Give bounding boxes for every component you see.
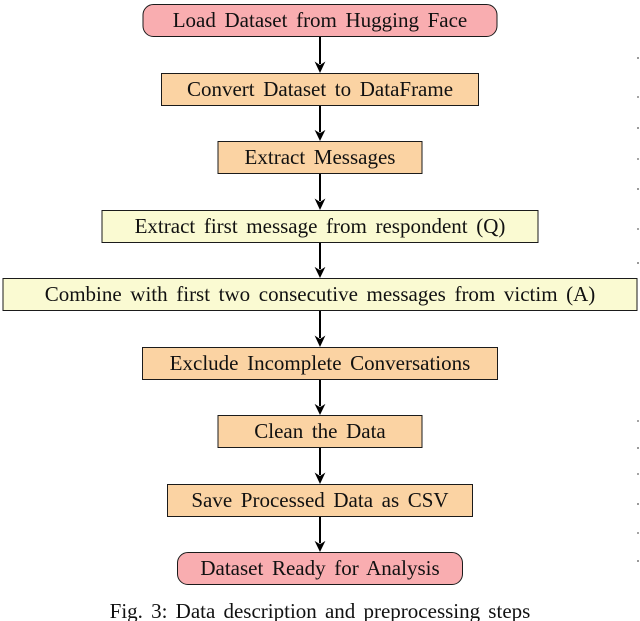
flow-node-dataset-ready: Dataset Ready for Analysis	[177, 552, 463, 585]
arrow-down-connector-6	[314, 380, 326, 415]
flow-node-exclude-incomplete: Exclude Incomplete Conversations	[142, 347, 498, 380]
flow-node-label: Exclude Incomplete Conversations	[169, 351, 471, 375]
flow-node-save-csv: Save Processed Data as CSV	[167, 484, 473, 517]
flow-node-clean-data: Clean the Data	[217, 415, 423, 448]
arrow-down-connector-4	[314, 243, 326, 278]
arrow-down-connector-5	[314, 311, 326, 347]
flow-node-label: Extract first message from respondent (Q…	[134, 214, 506, 238]
flow-node-combine-messages: Combine with first two consecutive messa…	[2, 278, 638, 311]
flow-node-label: Combine with first two consecutive messa…	[44, 282, 596, 306]
figure-caption: Fig. 3: Data description and preprocessi…	[109, 599, 531, 621]
flow-node-label: Save Processed Data as CSV	[191, 488, 449, 512]
flow-node-extract-first-message: Extract first message from respondent (Q…	[101, 210, 539, 243]
flow-node-label: Load Dataset from Hugging Face	[172, 8, 468, 32]
arrow-down-connector-1	[314, 37, 326, 73]
flow-node-load-dataset: Load Dataset from Hugging Face	[142, 4, 498, 37]
flow-node-convert-dataframe: Convert Dataset to DataFrame	[161, 73, 479, 106]
flow-node-label: Clean the Data	[254, 419, 386, 443]
arrow-down-connector-2	[314, 106, 326, 141]
flow-node-label: Convert Dataset to DataFrame	[186, 77, 454, 101]
flow-node-extract-messages: Extract Messages	[217, 141, 423, 174]
arrow-down-connector-3	[314, 174, 326, 210]
cropped-column-artifacts	[637, 0, 639, 2]
arrow-down-connector-7	[314, 448, 326, 484]
flow-node-label: Dataset Ready for Analysis	[200, 556, 440, 580]
arrow-down-connector-8	[314, 517, 326, 552]
flow-node-label: Extract Messages	[244, 145, 396, 169]
